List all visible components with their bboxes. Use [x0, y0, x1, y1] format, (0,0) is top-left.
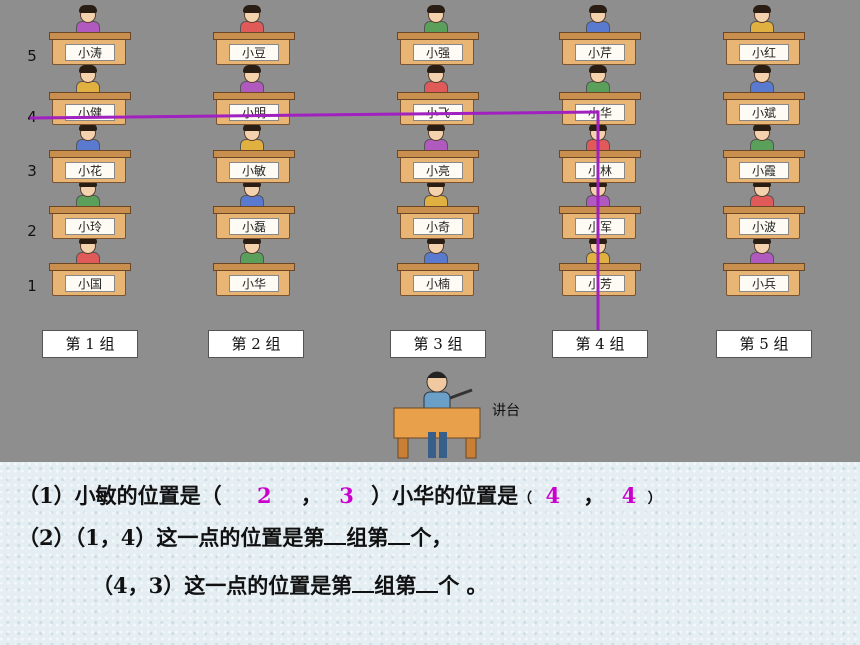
q3-end: 个 。 — [438, 573, 488, 598]
desk: 小花 — [49, 150, 131, 183]
group-label-2: 第 2 组 — [208, 330, 304, 358]
student-nameplate: 小涛 — [65, 44, 115, 61]
q2-prefix: （2）（1，4）这一点的位置是第 — [18, 525, 325, 550]
podium-label: 讲台 — [492, 403, 520, 419]
desk: 小涛 — [49, 32, 131, 65]
q1-answer-y: 3 — [339, 483, 354, 508]
student-nameplate: 小楠 — [413, 275, 463, 292]
student-figure — [422, 123, 450, 155]
route-polyline — [29, 110, 600, 330]
desk: 小兵 — [723, 263, 805, 296]
student-nameplate: 小国 — [65, 275, 115, 292]
q2-blank-seat[interactable] — [388, 525, 411, 545]
q1-answer-y2: 4 — [621, 483, 637, 508]
desk: 小霞 — [723, 150, 805, 183]
row-label-1: 1 — [27, 277, 37, 295]
student-nameplate: 小斌 — [739, 104, 789, 121]
desk: 小斌 — [723, 92, 805, 125]
q2-blank-group[interactable] — [324, 525, 347, 545]
q1-mid: ）小华的位置是 — [371, 483, 519, 508]
student-nameplate: 小亮 — [413, 162, 463, 179]
student-nameplate: 小林 — [575, 162, 625, 179]
student-nameplate: 小波 — [739, 218, 789, 235]
student-figure — [748, 236, 776, 268]
student-figure — [422, 179, 450, 211]
student-nameplate: 小磊 — [229, 218, 279, 235]
row-label-3: 3 — [27, 162, 37, 180]
row-label-2: 2 — [27, 222, 37, 240]
desk: 小华 — [213, 263, 295, 296]
desk: 小磊 — [213, 206, 295, 239]
q3-prefix: （4，3）这一点的位置是第 — [92, 573, 353, 598]
question-1: （1）小敏的位置是（ 2 ， 3 ）小华的位置是（ 4 ， 4 ） — [18, 480, 662, 510]
q1-prefix: （1）小敏的位置是（ — [18, 483, 222, 508]
desk: 小亮 — [397, 150, 479, 183]
q2-end: 个， — [410, 525, 453, 550]
student-figure — [584, 65, 612, 97]
student-nameplate: 小霞 — [739, 162, 789, 179]
desk: 小波 — [723, 206, 805, 239]
group-label-4: 第 4 组 — [552, 330, 648, 358]
row-label-5: 5 — [27, 47, 37, 65]
q3-blank-seat[interactable] — [416, 573, 439, 593]
student-figure — [74, 123, 102, 155]
teacher-figure — [392, 368, 482, 460]
student-nameplate: 小强 — [413, 44, 463, 61]
student-nameplate: 小花 — [65, 162, 115, 179]
desk: 小楠 — [397, 263, 479, 296]
student-figure — [238, 236, 266, 268]
group-label-5: 第 5 组 — [716, 330, 812, 358]
question-2: （2）（1，4）这一点的位置是第组第个， — [18, 522, 452, 552]
desk: 小强 — [397, 32, 479, 65]
q3-blank-group[interactable] — [352, 573, 375, 593]
student-nameplate: 小芳 — [575, 275, 625, 292]
student-nameplate: 小芹 — [575, 44, 625, 61]
q2-mid: 组第 — [346, 525, 389, 550]
student-nameplate: 小华 — [229, 275, 279, 292]
route-line — [29, 110, 600, 330]
q1-open-paren: （ — [518, 491, 533, 507]
q1-comma2: ， — [583, 483, 605, 508]
q3-mid: 组第 — [374, 573, 417, 598]
student-nameplate: 小奇 — [413, 218, 463, 235]
student-figure — [74, 65, 102, 97]
student-nameplate: 小军 — [575, 218, 625, 235]
student-figure — [238, 5, 266, 37]
desk: 小国 — [49, 263, 131, 296]
student-figure — [748, 123, 776, 155]
student-nameplate: 小兵 — [739, 275, 789, 292]
q1-answer-x2: 4 — [545, 483, 561, 508]
student-nameplate: 小红 — [739, 44, 789, 61]
student-figure — [74, 179, 102, 211]
q1-comma: ， — [300, 483, 322, 508]
student-nameplate: 小豆 — [229, 44, 279, 61]
desk: 小敏 — [213, 150, 295, 183]
student-figure — [238, 65, 266, 97]
group-label-1: 第 1 组 — [42, 330, 138, 358]
desk: 小奇 — [397, 206, 479, 239]
question-3: （4，3）这一点的位置是第组第个 。 — [92, 570, 488, 600]
student-nameplate: 小玲 — [65, 218, 115, 235]
group-label-3: 第 3 组 — [390, 330, 486, 358]
desk: 小玲 — [49, 206, 131, 239]
desk: 小豆 — [213, 32, 295, 65]
q1-answer-x: 2 — [256, 483, 272, 508]
question-panel: （1）小敏的位置是（ 2 ， 3 ）小华的位置是（ 4 ， 4 ） （2）（1，… — [0, 462, 860, 645]
student-figure — [74, 236, 102, 268]
desk: 小红 — [723, 32, 805, 65]
student-nameplate: 小敏 — [229, 162, 279, 179]
q1-close-paren: ） — [647, 491, 662, 507]
teacher-icon — [393, 371, 481, 459]
desk: 小健 — [49, 92, 131, 125]
desk: 小芹 — [559, 32, 641, 65]
student-figure — [422, 65, 450, 97]
